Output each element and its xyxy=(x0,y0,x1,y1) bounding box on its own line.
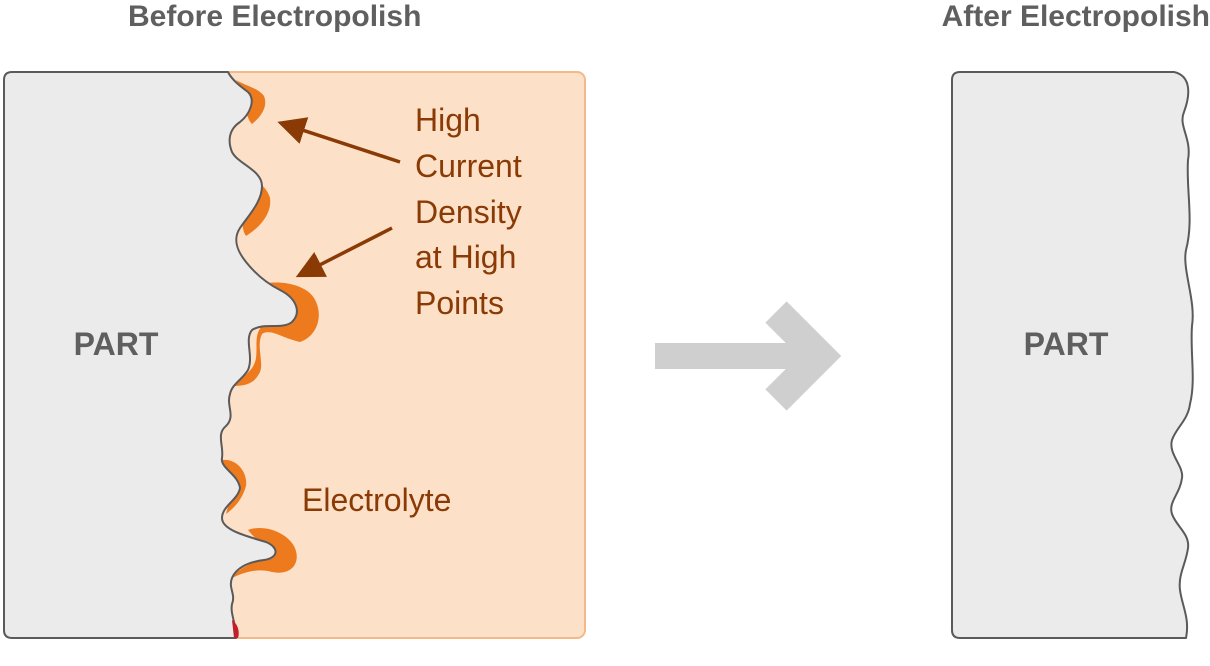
right-arrow-icon xyxy=(655,301,842,411)
part-before-label: PART xyxy=(74,326,159,362)
before-title: Before Electropolish xyxy=(128,0,422,33)
pointer-arrow-icon xyxy=(277,117,401,164)
after-title: After Electropolish xyxy=(941,0,1210,33)
callout-line-1: High xyxy=(415,102,481,138)
callout-line-2: Current xyxy=(415,148,522,184)
edge-marker xyxy=(232,620,239,638)
part-before-shape xyxy=(3,71,298,639)
callout-line-3: Density xyxy=(415,194,522,230)
callout-line-4: at High xyxy=(415,239,516,275)
callout-line-5: Points xyxy=(415,285,504,321)
callout-text: High Current Density at High Points xyxy=(415,102,522,321)
pointer-arrow-icon xyxy=(295,226,393,278)
part-after-label: PART xyxy=(1024,326,1109,362)
hotspot-5 xyxy=(232,527,297,578)
electrolyte-label: Electrolyte xyxy=(302,482,451,518)
part-after-shape xyxy=(951,71,1194,639)
